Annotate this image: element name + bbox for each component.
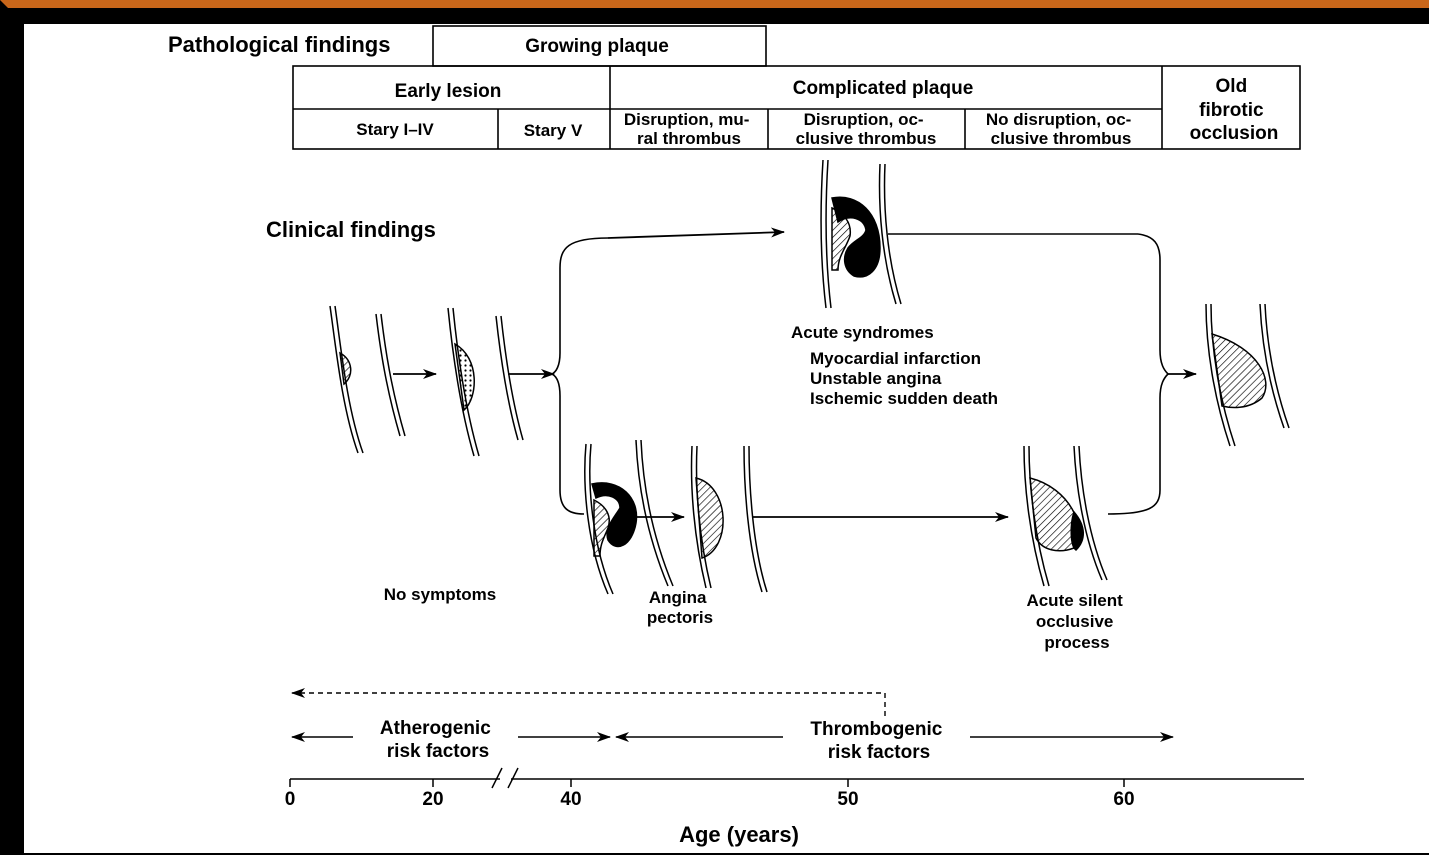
tick-label-20: 20: [422, 789, 443, 810]
stary-5-label: Stary V: [524, 121, 583, 140]
vessel-fatty-plaque: [448, 308, 523, 456]
branch-brace-right: [1108, 234, 1168, 514]
atherosclerosis-progression-diagram: Pathological findings Growing plaque Ear…: [24, 24, 1429, 853]
no-symptoms-label: No symptoms: [384, 585, 496, 604]
stary-1-4-label: Stary I–IV: [356, 120, 434, 139]
early-lesion-label: Early lesion: [395, 81, 502, 102]
vessel-silent-occlusive: [1024, 446, 1107, 586]
thrombogenic-label: Thrombogenic risk factors: [810, 719, 947, 763]
tick-label-50: 50: [837, 789, 858, 810]
vessel-fibrotic-occlusion: [1206, 304, 1289, 446]
vessel-angina: [692, 446, 767, 592]
diagram-canvas: Pathological findings Growing plaque Ear…: [24, 24, 1429, 853]
tick-label-0: 0: [285, 789, 296, 810]
tick-label-60: 60: [1113, 789, 1134, 810]
clinical-findings-label: Clinical findings: [266, 217, 436, 242]
age-axis: [290, 768, 1304, 788]
no-disruption-occlusive-label: No disruption, oc- clusive thrombus: [986, 110, 1136, 148]
growing-plaque-label: Growing plaque: [525, 36, 669, 57]
atherogenic-label: Atherogenic risk factors: [380, 718, 496, 762]
syndromes-list: Myocardial infarction Unstable angina Is…: [810, 349, 998, 408]
age-axis-label: Age (years): [679, 822, 799, 847]
complicated-plaque-label: Complicated plaque: [793, 78, 974, 99]
angina-label: Angina pectoris: [647, 588, 713, 627]
vessel-early-lesion: [330, 306, 405, 453]
acute-syndromes-label: Acute syndromes: [791, 323, 934, 342]
disruption-occlusive-label: Disruption, oc- clusive thrombus: [796, 110, 937, 148]
dashed-arrow-thrombogenic-back: [292, 693, 885, 716]
arrow-to-acute: [608, 232, 784, 238]
disruption-mural-label: Disruption, mu- ral thrombus: [624, 110, 754, 148]
silent-process-label: Acute silent occlusive process: [1026, 591, 1127, 652]
pathological-findings-label: Pathological findings: [168, 32, 390, 57]
old-fibrotic-occlusion-label: Old fibrotic occlusion: [1190, 76, 1279, 144]
branch-brace-left: [552, 238, 608, 514]
tick-label-40: 40: [560, 789, 581, 810]
